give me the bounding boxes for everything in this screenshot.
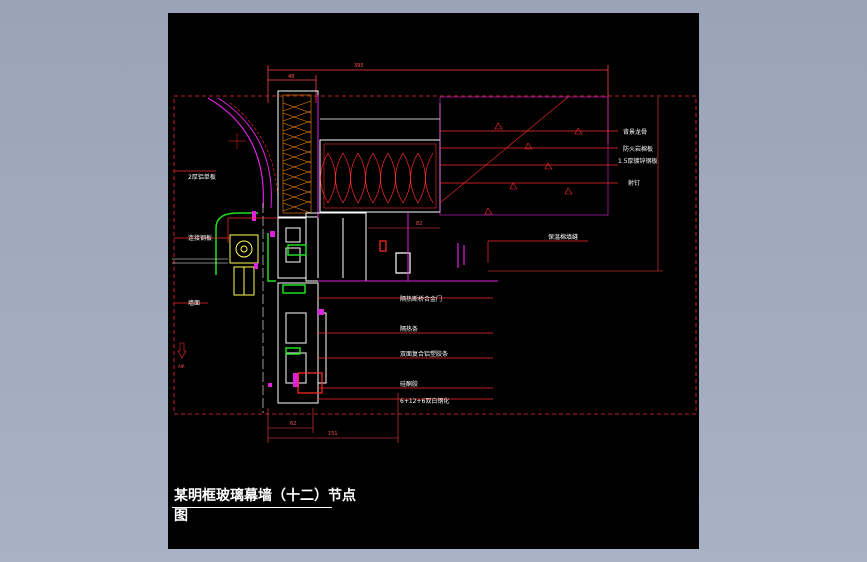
dim-bottom-total: 151 bbox=[328, 431, 338, 437]
air-flow-arrow-icon bbox=[177, 342, 187, 359]
dim-inner-width: 82 bbox=[416, 221, 422, 227]
cad-detail-drawing: 395 48 bbox=[172, 63, 697, 443]
drawing-title: 某明框玻璃幕墙（十二）节点 图 bbox=[174, 486, 356, 526]
title-underline bbox=[172, 507, 332, 508]
label-insulation: 保温棉填缝 bbox=[548, 233, 578, 241]
label-wall: 墙面 bbox=[188, 299, 200, 307]
concrete-slab bbox=[439, 96, 609, 216]
drawing-canvas: 395 48 bbox=[168, 13, 699, 549]
label-sealant: 硅酮胶 bbox=[400, 380, 418, 388]
fasteners bbox=[297, 240, 465, 394]
label-glass: 6+12+6双白钢化 bbox=[400, 397, 449, 405]
arc-outline bbox=[207, 97, 264, 209]
dimension-bottom: 62 151 bbox=[267, 393, 399, 443]
insulation-wall bbox=[277, 90, 319, 220]
anchor-fixture bbox=[229, 234, 259, 296]
dim-top-total: 395 bbox=[354, 63, 364, 69]
sealant-marks bbox=[252, 211, 324, 387]
label-air: AIR bbox=[178, 364, 185, 369]
label-board: 2厚铝单板 bbox=[188, 173, 216, 181]
dim-bottom-small: 62 bbox=[290, 421, 296, 427]
label-fireproof: 防火岩棉板 bbox=[623, 145, 653, 153]
title-line-2: 图 bbox=[174, 508, 188, 524]
label-bracket: 连接钢板 bbox=[188, 234, 212, 242]
label-keel: 背景龙骨 bbox=[623, 128, 647, 136]
label-glass-edge: 双面复合铝塑胶条 bbox=[400, 350, 448, 358]
label-window: 隔热断桥合金门 bbox=[400, 295, 442, 303]
dim-top-segment: 48 bbox=[288, 74, 294, 80]
glazing-brackets bbox=[215, 212, 307, 355]
title-line-1: 某明框玻璃幕墙（十二）节点 bbox=[174, 488, 356, 504]
leader-lines bbox=[174, 130, 618, 400]
label-steel: 1.5厚镀锌钢板 bbox=[618, 157, 658, 165]
label-seal: 隔热条 bbox=[400, 325, 418, 333]
detail-boundary bbox=[173, 95, 697, 415]
label-nail: 射钉 bbox=[628, 179, 640, 187]
fireproof-panel bbox=[319, 103, 441, 213]
